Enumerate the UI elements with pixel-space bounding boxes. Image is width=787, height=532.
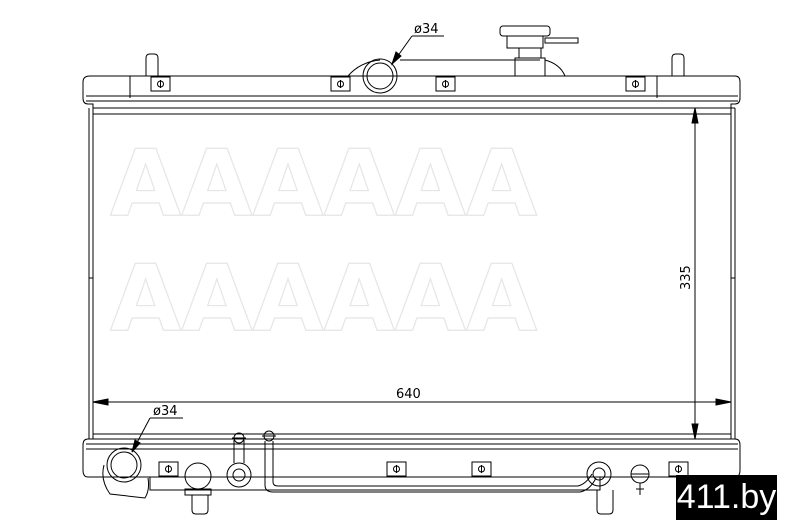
bottom-right-mount-pin xyxy=(596,490,614,515)
background-watermark: AAAAAA AAAAAA xyxy=(109,129,537,352)
bottom-outlet-pipe xyxy=(102,447,150,499)
bottom-bracket-4 xyxy=(668,461,689,477)
filler-neck-cap xyxy=(400,25,579,77)
top-tank xyxy=(82,75,741,109)
width-dimension-line xyxy=(92,398,732,406)
site-watermark-badge: 411.by xyxy=(676,475,777,520)
height-dimension-value: 335 xyxy=(679,265,694,290)
cooler-fitting-right xyxy=(586,461,612,487)
bottom-tank xyxy=(82,438,741,491)
width-dimension-value: 640 xyxy=(396,387,421,402)
bottom-bracket-3 xyxy=(471,461,492,477)
top-inlet-leader xyxy=(390,35,444,66)
top-inlet-pipe xyxy=(347,58,398,94)
svg-text:AAAAAA: AAAAAA xyxy=(110,245,537,352)
top-right-mount-pin xyxy=(671,53,685,76)
bottom-bracket-2 xyxy=(386,461,407,477)
top-bracket-4 xyxy=(625,76,646,92)
top-bracket-1 xyxy=(150,76,171,92)
bottom-outlet-leader xyxy=(131,417,183,453)
top-inlet-diameter-label: ø34 xyxy=(414,22,439,37)
cooler-fitting-left xyxy=(226,432,252,488)
height-dimension-line xyxy=(691,107,699,440)
bottom-left-mount-pin xyxy=(191,495,209,515)
cooler-line xyxy=(262,430,597,493)
bottom-outlet-diameter-label: ø34 xyxy=(153,404,178,419)
drain-plug xyxy=(630,464,650,495)
top-left-mount-pin xyxy=(145,53,159,76)
top-bracket-2 xyxy=(330,76,351,92)
top-bracket-3 xyxy=(435,76,456,92)
drain-boss xyxy=(184,462,212,496)
svg-text:AAAAAA: AAAAAA xyxy=(110,130,537,237)
bottom-bracket-1 xyxy=(158,461,179,477)
